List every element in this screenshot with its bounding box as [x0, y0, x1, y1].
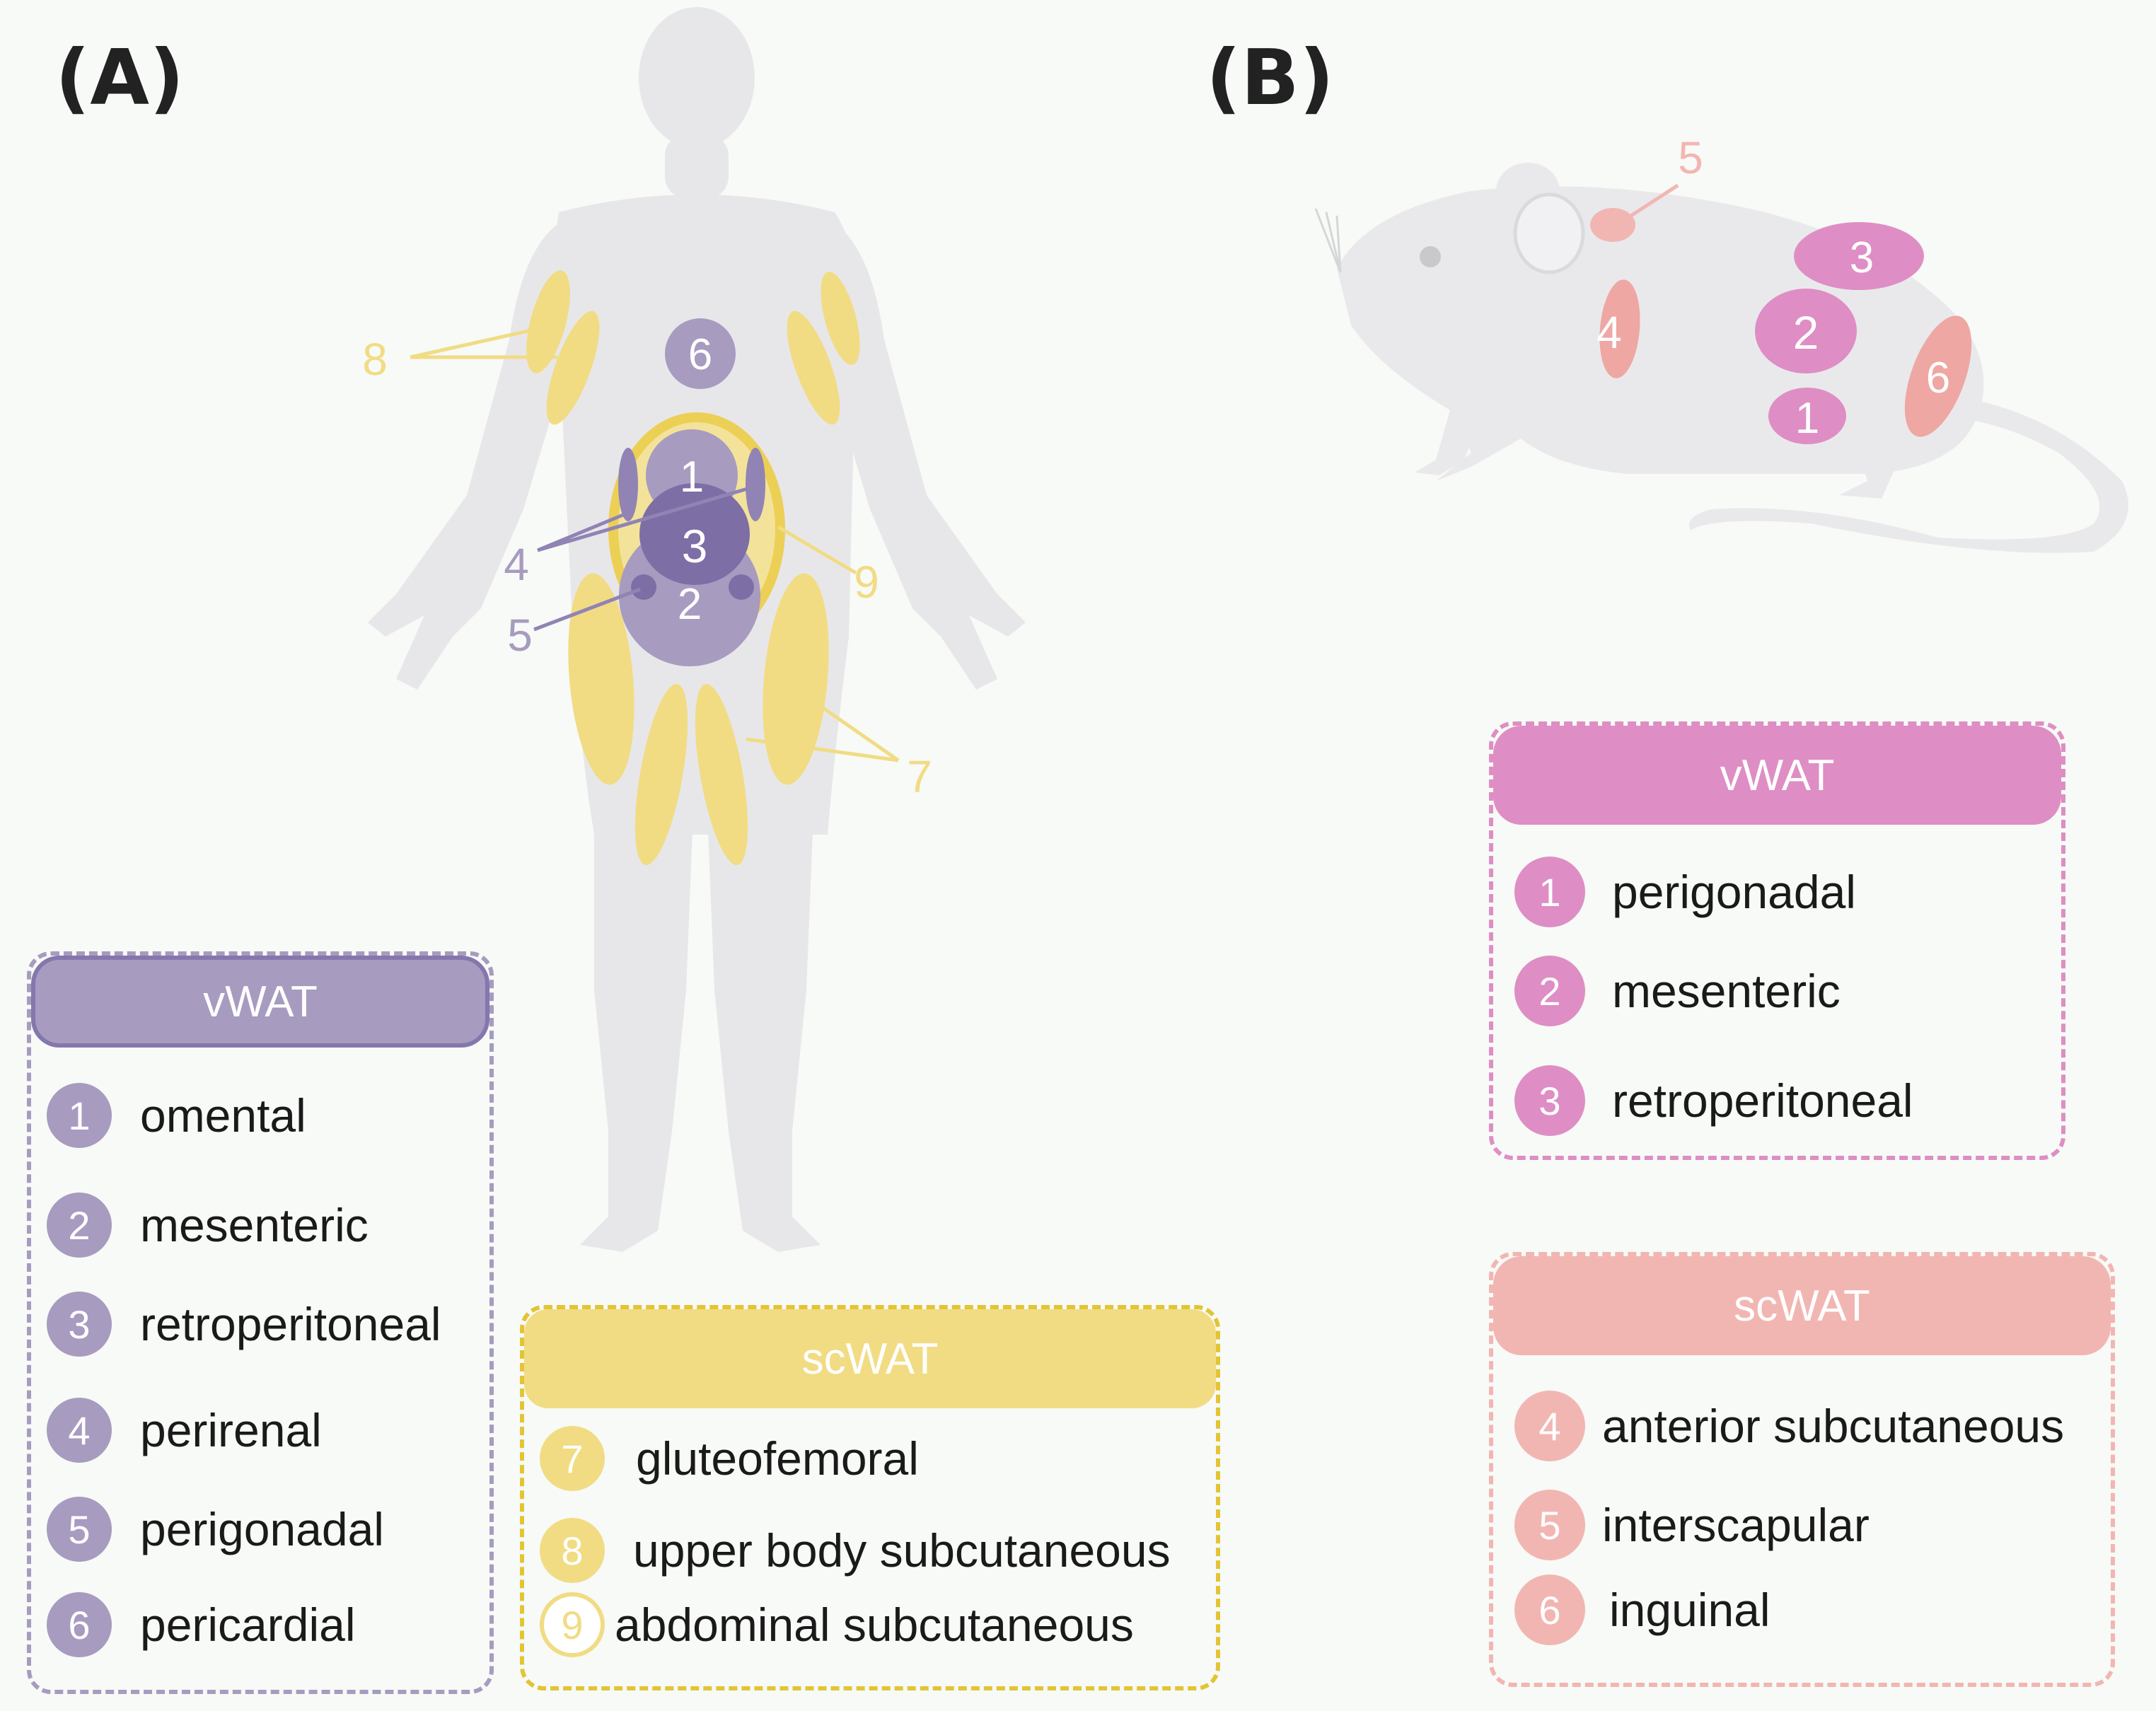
- legend-label: inguinal: [1609, 1584, 1770, 1636]
- human-callout-5: 5: [507, 610, 533, 661]
- legend-label: perirenal: [140, 1404, 322, 1456]
- mouse-silhouette: [1337, 163, 2128, 553]
- human-vwat-legend-title: vWAT: [203, 977, 318, 1026]
- mouse-scwat-legend-title: scWAT: [1734, 1281, 1870, 1330]
- legend-label: retroperitoneal: [140, 1298, 441, 1350]
- mouse-whiskers: [1314, 208, 1342, 273]
- human-callout-6: 6: [688, 330, 712, 379]
- legend-badge: 6: [1514, 1574, 1585, 1645]
- human-callout-7: 7: [907, 751, 932, 802]
- mouse-vwat-legend-title: vWAT: [1720, 750, 1835, 800]
- mouse-ear: [1513, 192, 1585, 274]
- legend-item: 1 omental: [47, 1083, 306, 1148]
- mouse-leader-line: [1622, 183, 1679, 223]
- legend-item: 6 pericardial: [47, 1592, 355, 1657]
- mouse-callout-2: 2: [1793, 306, 1819, 359]
- mouse-callout-numbers: 1 2 3 4 5 6: [1596, 132, 1950, 443]
- mouse-callout-5: 5: [1678, 132, 1703, 183]
- legend-badge: 2: [1514, 956, 1585, 1026]
- legend-item: 5 perigonadal: [47, 1497, 384, 1562]
- legend-item: 7 gluteofemoral: [540, 1426, 919, 1491]
- legend-badge: 7: [540, 1426, 605, 1491]
- legend-item: 5 interscapular: [1514, 1490, 1870, 1560]
- human-callout-numbers: 1 2 3 4 5 6 7 8 9: [362, 330, 932, 802]
- legend-item: 2 mesenteric: [47, 1193, 369, 1258]
- legend-item: 1 perigonadal: [1514, 857, 1856, 927]
- legend-label: perigonadal: [140, 1503, 384, 1555]
- human-callout-4: 4: [504, 539, 529, 590]
- human-vwat-legend-header: vWAT: [31, 956, 489, 1048]
- legend-badge: 4: [47, 1398, 112, 1463]
- legend-item: 6 inguinal: [1514, 1574, 1770, 1645]
- mouse-callout-1: 1: [1795, 394, 1819, 443]
- legend-badge: 5: [47, 1497, 112, 1562]
- legend-label: retroperitoneal: [1612, 1074, 1913, 1127]
- panel-label-a: (A): [55, 34, 185, 122]
- legend-label: mesenteric: [140, 1199, 369, 1251]
- legend-label: interscapular: [1602, 1499, 1870, 1551]
- mouse-callout-3: 3: [1850, 233, 1874, 282]
- legend-badge: 6: [47, 1592, 112, 1657]
- legend-item: 2 mesenteric: [1514, 956, 1841, 1026]
- legend-badge: 5: [1514, 1490, 1585, 1560]
- legend-badge: 9: [540, 1592, 605, 1657]
- legend-label: abdominal subcutaneous: [615, 1599, 1134, 1651]
- mouse-scwat-legend-header: scWAT: [1493, 1256, 2111, 1355]
- human-callout-3: 3: [682, 520, 708, 572]
- human-leader-lines: [410, 327, 900, 762]
- legend-item: 9 abdominal subcutaneous: [540, 1592, 1134, 1657]
- legend-label: pericardial: [140, 1599, 356, 1651]
- mouse-callout-6: 6: [1926, 354, 1950, 402]
- mouse-scwat-legend: scWAT 4 anterior subcutaneous 5 intersca…: [1489, 1252, 2115, 1687]
- legend-badge: 3: [47, 1292, 112, 1357]
- human-scwat-legend-title: scWAT: [801, 1334, 939, 1384]
- legend-badge: 1: [1514, 857, 1585, 927]
- human-callout-2: 2: [678, 580, 702, 629]
- legend-label: upper body subcutaneous: [633, 1524, 1171, 1577]
- human-scwat-legend-header: scWAT: [524, 1309, 1216, 1408]
- legend-item: 8 upper body subcutaneous: [540, 1518, 1171, 1583]
- legend-label: perigonadal: [1612, 866, 1856, 918]
- human-callout-9: 9: [854, 557, 879, 608]
- legend-label: gluteofemoral: [636, 1432, 919, 1485]
- mouse-eye: [1420, 246, 1441, 267]
- human-vwat-depots: [618, 318, 765, 666]
- legend-item: 4 perirenal: [47, 1398, 322, 1463]
- mouse-depots: [1590, 208, 1972, 444]
- human-scwat-gluteofemoral-depots: [568, 573, 829, 866]
- legend-item: 3 retroperitoneal: [1514, 1065, 1913, 1136]
- legend-badge: 4: [1514, 1391, 1585, 1461]
- human-vwat-legend: vWAT 1 omental 2 mesenteric 3 retroperit…: [27, 951, 494, 1694]
- legend-badge: 8: [540, 1518, 605, 1583]
- mouse-callout-4: 4: [1596, 307, 1622, 358]
- legend-item: 4 anterior subcutaneous: [1514, 1391, 2064, 1461]
- legend-badge: 3: [1514, 1065, 1585, 1136]
- human-scwat-legend: scWAT 7 gluteofemoral 8 upper body subcu…: [520, 1305, 1220, 1690]
- human-callout-8: 8: [362, 334, 388, 385]
- human-scwat-upper-arm-depots: [526, 270, 860, 425]
- mouse-vwat-legend-header: vWAT: [1493, 726, 2061, 825]
- legend-item: 3 retroperitoneal: [47, 1292, 441, 1357]
- panel-label-b: (B): [1206, 34, 1335, 122]
- legend-label: omental: [140, 1089, 306, 1142]
- legend-badge: 1: [47, 1083, 112, 1148]
- human-callout-1: 1: [680, 453, 704, 501]
- legend-label: anterior subcutaneous: [1602, 1400, 2065, 1452]
- legend-badge: 2: [47, 1193, 112, 1258]
- legend-label: mesenteric: [1612, 965, 1841, 1017]
- mouse-vwat-legend: vWAT 1 perigonadal 2 mesenteric 3 retrop…: [1489, 721, 2065, 1160]
